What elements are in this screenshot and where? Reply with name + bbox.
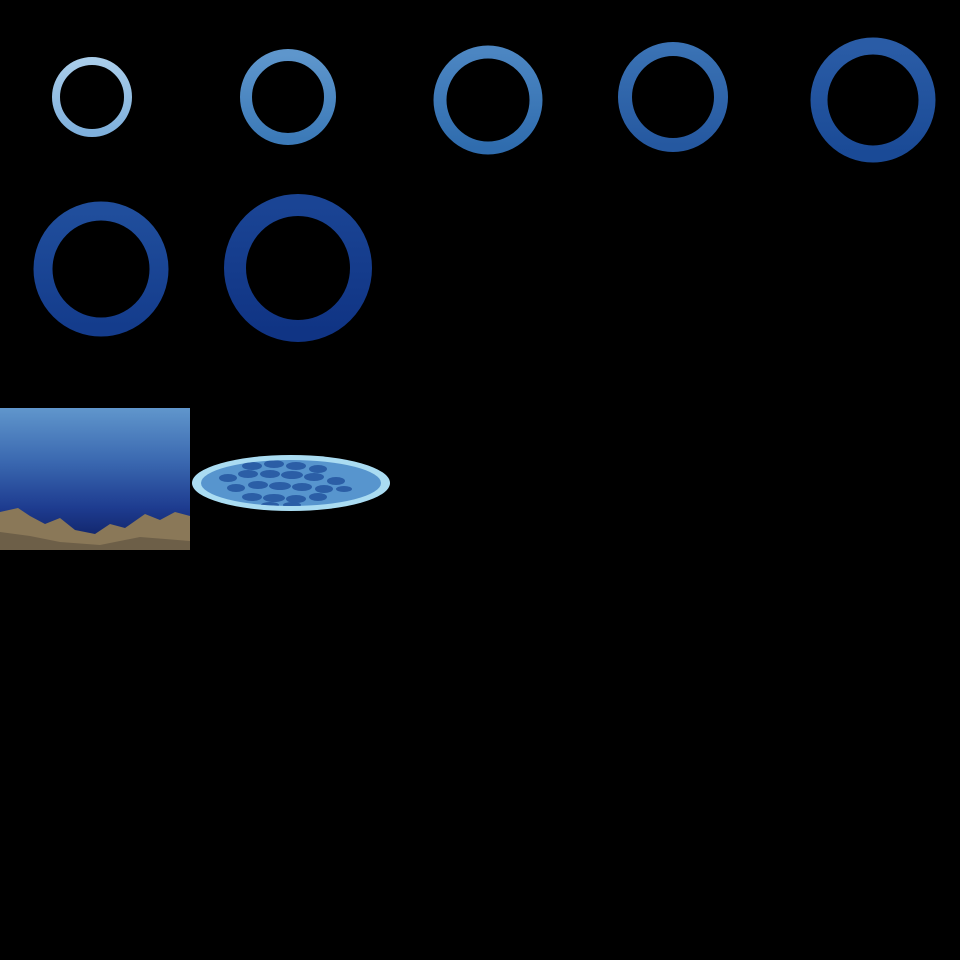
water-caustic-spot — [264, 460, 284, 468]
water-surface-sprite — [192, 455, 390, 511]
ripple-ring-frame-3 — [433, 45, 543, 155]
water-caustic-spot — [269, 482, 291, 490]
water-caustic-spot — [292, 483, 312, 491]
water-caustic-spot — [286, 462, 306, 470]
water-caustic-spot — [283, 502, 301, 506]
ripple-ring-frame-7 — [224, 194, 372, 342]
water-caustic-spot — [248, 481, 268, 489]
water-caustic-spot — [286, 495, 306, 503]
water-caustic-spot — [227, 484, 245, 492]
ripple-ring-frame-6 — [33, 201, 169, 337]
water-caustic-spot — [260, 470, 280, 478]
ripple-ring-frame-5 — [810, 37, 936, 163]
water-caustic-spot — [304, 473, 324, 481]
water-caustic-spot — [263, 494, 285, 502]
water-caustic-spot — [242, 462, 262, 470]
water-caustic-spots — [219, 460, 352, 506]
ripple-ring-frames — [33, 37, 936, 342]
water-caustic-spot — [309, 465, 327, 473]
ripple-ring-frame-4 — [618, 42, 728, 152]
underwater-tile-sprite — [0, 408, 190, 550]
ripple-ring-frame-2 — [240, 49, 336, 145]
water-caustic-spot — [219, 474, 237, 482]
ripple-ring-frame-1 — [52, 57, 132, 137]
water-caustic-spot — [336, 486, 352, 492]
underwater-seafloor-shadow — [0, 532, 190, 550]
water-caustic-spot — [315, 485, 333, 493]
water-caustic-spot — [261, 502, 279, 506]
water-caustic-spot — [281, 471, 303, 479]
water-caustic-spot — [238, 470, 258, 478]
water-caustic-spot — [242, 493, 262, 501]
water-caustic-spot — [327, 477, 345, 485]
water-caustic-spot — [309, 493, 327, 501]
